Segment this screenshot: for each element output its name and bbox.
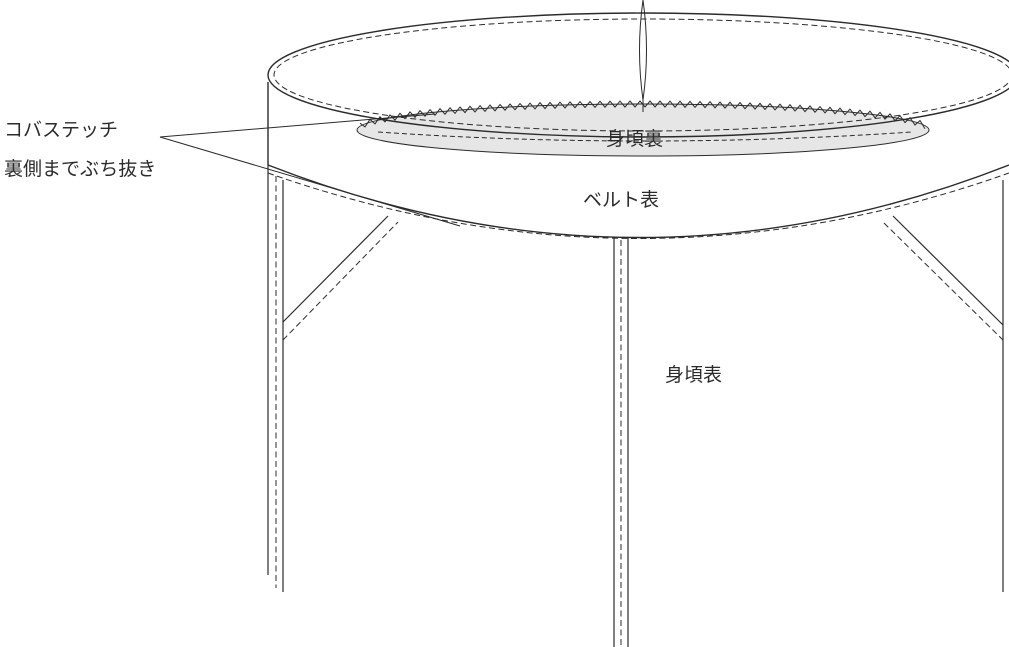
right-pocket-stitch (883, 222, 1004, 341)
belt-top-stitch (273, 18, 1009, 132)
left-pocket-stitch (282, 221, 399, 341)
leader-line-through-stitch (159, 136, 461, 227)
left-pocket-line (282, 215, 389, 323)
lining-inner-stitch (377, 131, 913, 142)
label-bodice-lining: 身頃裏 (606, 128, 664, 150)
label-belt-face: ベルト表 (583, 189, 660, 211)
label-through-stitch: 裏側までぶち抜き (4, 158, 157, 180)
label-edge-stitch: コバステッチ (4, 119, 119, 141)
label-bodice-face: 身頃表 (665, 364, 723, 386)
belt-width-marker (639, 0, 647, 101)
leader-line-edge-stitch (159, 113, 436, 138)
belt-top-edge (267, 12, 1009, 138)
right-pocket-line (892, 215, 1004, 326)
